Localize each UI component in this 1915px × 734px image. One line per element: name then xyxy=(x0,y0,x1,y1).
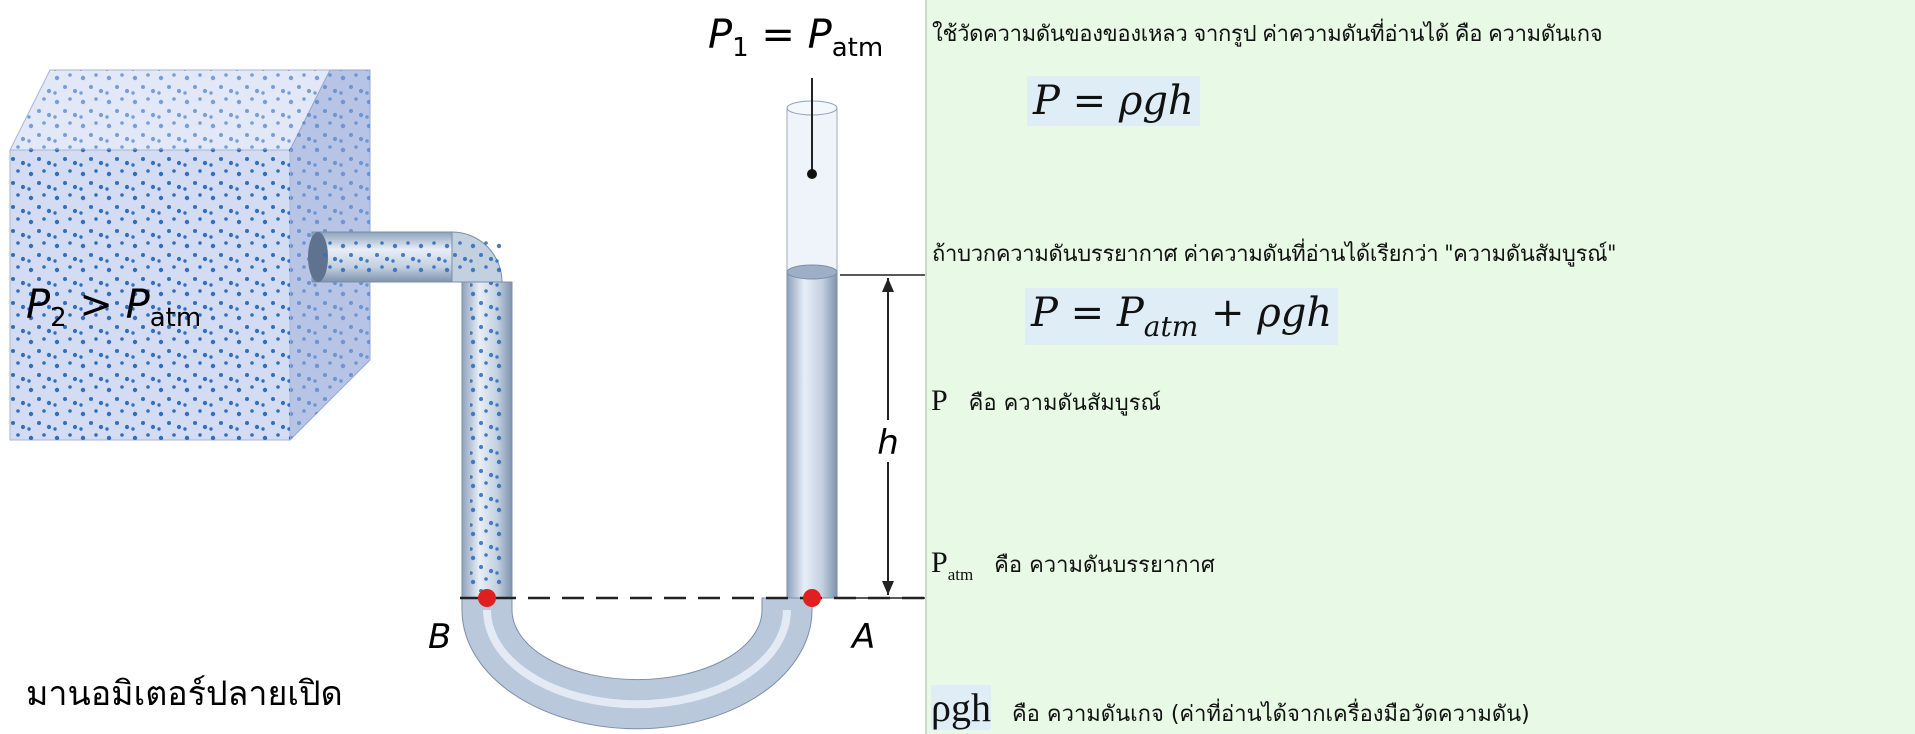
gauge-pressure-formula: P = ρgh xyxy=(1027,76,1200,126)
p1-label: P1 = Patm xyxy=(708,12,883,63)
manometer-diagram: h P1 = Patm P2 > Patm B A มานอมิเตอร์ปลา… xyxy=(9,12,925,730)
h-label: h xyxy=(877,423,899,463)
definition-patm-text: คือ ความดันบรรยากาศ xyxy=(994,553,1215,578)
definition-p: P คือ ความดันสัมบูรณ์ xyxy=(931,384,1161,420)
point-a-marker xyxy=(803,589,821,607)
definition-rhogh: ρgh คือ ความดันเกจ (ค่าที่อ่านได้จากเครื… xyxy=(931,684,1530,731)
definition-p-text: คือ ความดันสัมบูรณ์ xyxy=(968,391,1161,416)
definition-rhogh-symbol: ρgh xyxy=(931,685,991,730)
h-label-bg xyxy=(870,420,906,462)
p2-label: P2 > Patm xyxy=(26,282,201,333)
definition-rhogh-text: คือ ความดันเกจ (ค่าที่อ่านได้จากเครื่องม… xyxy=(1011,702,1530,727)
point-b-marker xyxy=(478,589,496,607)
absolute-pressure-text: ถ้าบวกความดันบรรยากาศ ค่าความดันที่อ่านไ… xyxy=(932,242,1617,267)
definition-patm-symbol: Patm xyxy=(931,546,974,584)
explanation-panel: ใช้วัดความดันของของเหลว จากรูป ค่าความดั… xyxy=(925,0,1915,734)
point-b-label: B xyxy=(428,617,451,657)
u-tube xyxy=(308,100,838,730)
point-a-label: A xyxy=(850,617,875,657)
diagram-caption: มานอมิเตอร์ปลายเปิด xyxy=(26,674,343,714)
definition-patm: Patm คือ ความดันบรรยากาศ xyxy=(931,546,1215,585)
absolute-pressure-formula: P = Patm + ρgh xyxy=(1025,288,1339,345)
p1-pointer-dot xyxy=(807,169,817,179)
definition-p-symbol: P xyxy=(931,384,948,417)
intro-text: ใช้วัดความดันของของเหลว จากรูป ค่าความดั… xyxy=(932,22,1603,47)
